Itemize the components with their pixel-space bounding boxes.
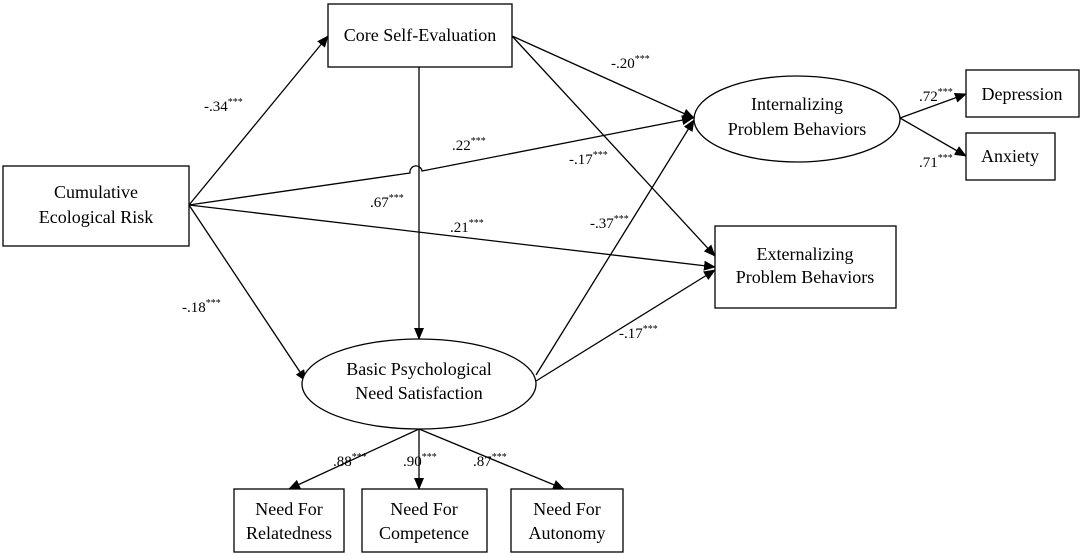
coef-cer-epb: .21***: [450, 218, 484, 236]
node-depression: Depression: [965, 69, 1080, 118]
node-label-line: Need For: [390, 499, 457, 519]
node-label-line: Need For: [533, 499, 600, 519]
node-label-line: Need For: [255, 499, 322, 519]
edge-bpns-auto: [418, 428, 565, 490]
edge-ipb-anx: [899, 117, 967, 157]
coef-bpns-rel: .88***: [333, 452, 367, 470]
edge-cer-bpns: [188, 204, 307, 382]
node-cumulative-ecological-risk: Cumulative Ecological Risk: [2, 165, 190, 247]
node-core-self-evaluation: Core Self-Evaluation: [327, 3, 513, 68]
node-label-line: Basic Psychological: [346, 359, 491, 379]
node-label-line: Autonomy: [528, 523, 605, 543]
edge-cse-epb: [511, 35, 716, 257]
node-label-line: Internalizing: [751, 94, 843, 114]
node-anxiety: Anxiety: [965, 132, 1056, 181]
node-label-line: Problem Behaviors: [728, 119, 866, 139]
edge-bpns-ipb: [535, 119, 695, 376]
nodes: Cumulative Ecological Risk Core Self-Eva…: [2, 3, 1080, 553]
node-label-line: Core Self-Evaluation: [344, 25, 496, 45]
node-internalizing-problem-behaviors: Internalizing Problem Behaviors: [693, 75, 901, 163]
coef-ipb-anx: .71***: [919, 153, 953, 171]
coef-bpns-comp: .90***: [403, 452, 437, 470]
node-need-for-competence: Need For Competence: [361, 488, 488, 553]
coef-bpns-ipb: -.37***: [590, 214, 629, 232]
node-externalizing-problem-behaviors: Externalizing Problem Behaviors: [714, 225, 897, 309]
edges: [188, 35, 967, 490]
node-label-line: Need Satisfaction: [355, 383, 482, 403]
edge-bpns-rel: [288, 428, 420, 490]
node-label-line: Problem Behaviors: [736, 267, 874, 287]
coef-cer-ipb: .22***: [452, 136, 486, 154]
edge-cse-ipb: [511, 35, 695, 119]
node-label-line: Ecological Risk: [39, 207, 153, 227]
edge-bpns-epb: [535, 269, 716, 382]
node-need-for-autonomy: Need For Autonomy: [510, 488, 624, 553]
node-label-line: Externalizing: [757, 244, 854, 264]
node-need-for-relatedness: Need For Relatedness: [233, 488, 345, 553]
coef-cer-bpns: -.18***: [182, 298, 221, 316]
coef-cse-epb: -.17***: [569, 150, 608, 168]
path-coefficients: -.34*** .22*** .21*** -.18*** .67*** -.2…: [182, 54, 953, 470]
edge-cer-cse: [188, 35, 329, 206]
coef-cse-ipb: -.20***: [611, 54, 650, 72]
node-label-line: Depression: [982, 84, 1063, 104]
coef-bpns-auto: .87***: [473, 452, 507, 470]
node-basic-psychological-need-satisfaction: Basic Psychological Need Satisfaction: [301, 338, 537, 430]
edge-cer-epb: [188, 204, 716, 271]
node-label-line: Anxiety: [981, 146, 1039, 166]
node-label-line: Relatedness: [246, 523, 332, 543]
coef-bpns-epb: -.17***: [619, 324, 658, 342]
node-label-line: Competence: [379, 523, 469, 543]
node-label-line: Cumulative: [54, 182, 138, 202]
coef-cer-cse: -.34***: [204, 97, 243, 115]
edge-ipb-dep: [899, 93, 967, 119]
coef-ipb-dep: .72***: [919, 87, 953, 105]
coef-cse-bpns: .67***: [370, 193, 404, 211]
edge-cer-ipb: [188, 115, 694, 206]
